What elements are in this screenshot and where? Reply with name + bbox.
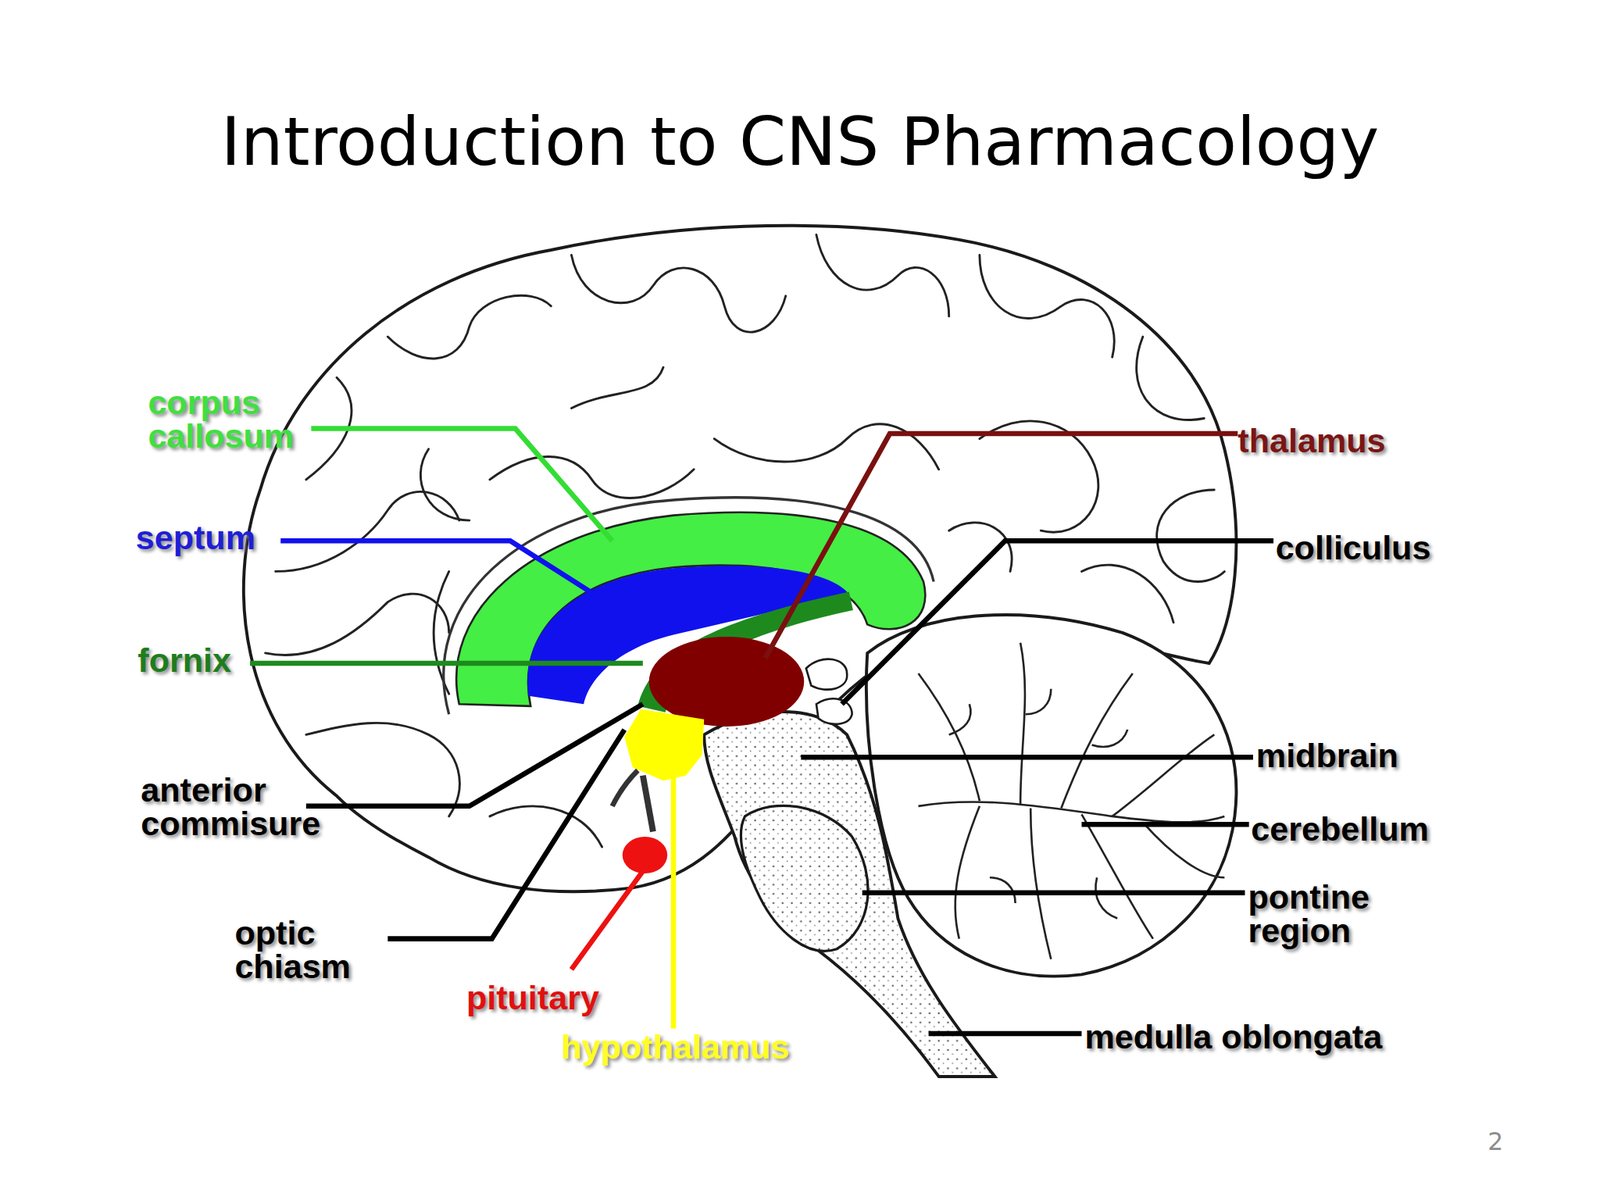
structure-label: septum [135, 521, 300, 555]
cerebellum-arbor [918, 642, 1225, 960]
thalamus-region [649, 636, 805, 727]
optic-nerve [612, 770, 639, 807]
colliculi [806, 659, 853, 725]
pons-bulge [740, 805, 868, 951]
leader-lines [250, 428, 1274, 1035]
pituitary-stalk [642, 775, 654, 833]
structure-label: optic chiasm [234, 916, 383, 984]
structure-label: colliculus [1275, 531, 1480, 565]
structure-label: hypothalamus [560, 1030, 847, 1065]
page-number: 2 [1487, 1127, 1549, 1156]
structure-label: anterior commisure [140, 773, 355, 841]
cerebellum-shape [866, 614, 1236, 977]
structure-label: thalamus [1237, 424, 1442, 458]
structure-label: medulla oblongata [1084, 1020, 1452, 1054]
structure-label: fornix [137, 643, 301, 678]
structure-label: midbrain [1256, 739, 1461, 773]
slide-title: Introduction to CNS Pharmacology [0, 102, 1600, 181]
structure-label: cerebellum [1250, 812, 1475, 847]
structure-label: pituitary [466, 981, 671, 1015]
structure-label: corpus callosum [147, 385, 327, 454]
structure-label: pontine region [1247, 880, 1396, 948]
